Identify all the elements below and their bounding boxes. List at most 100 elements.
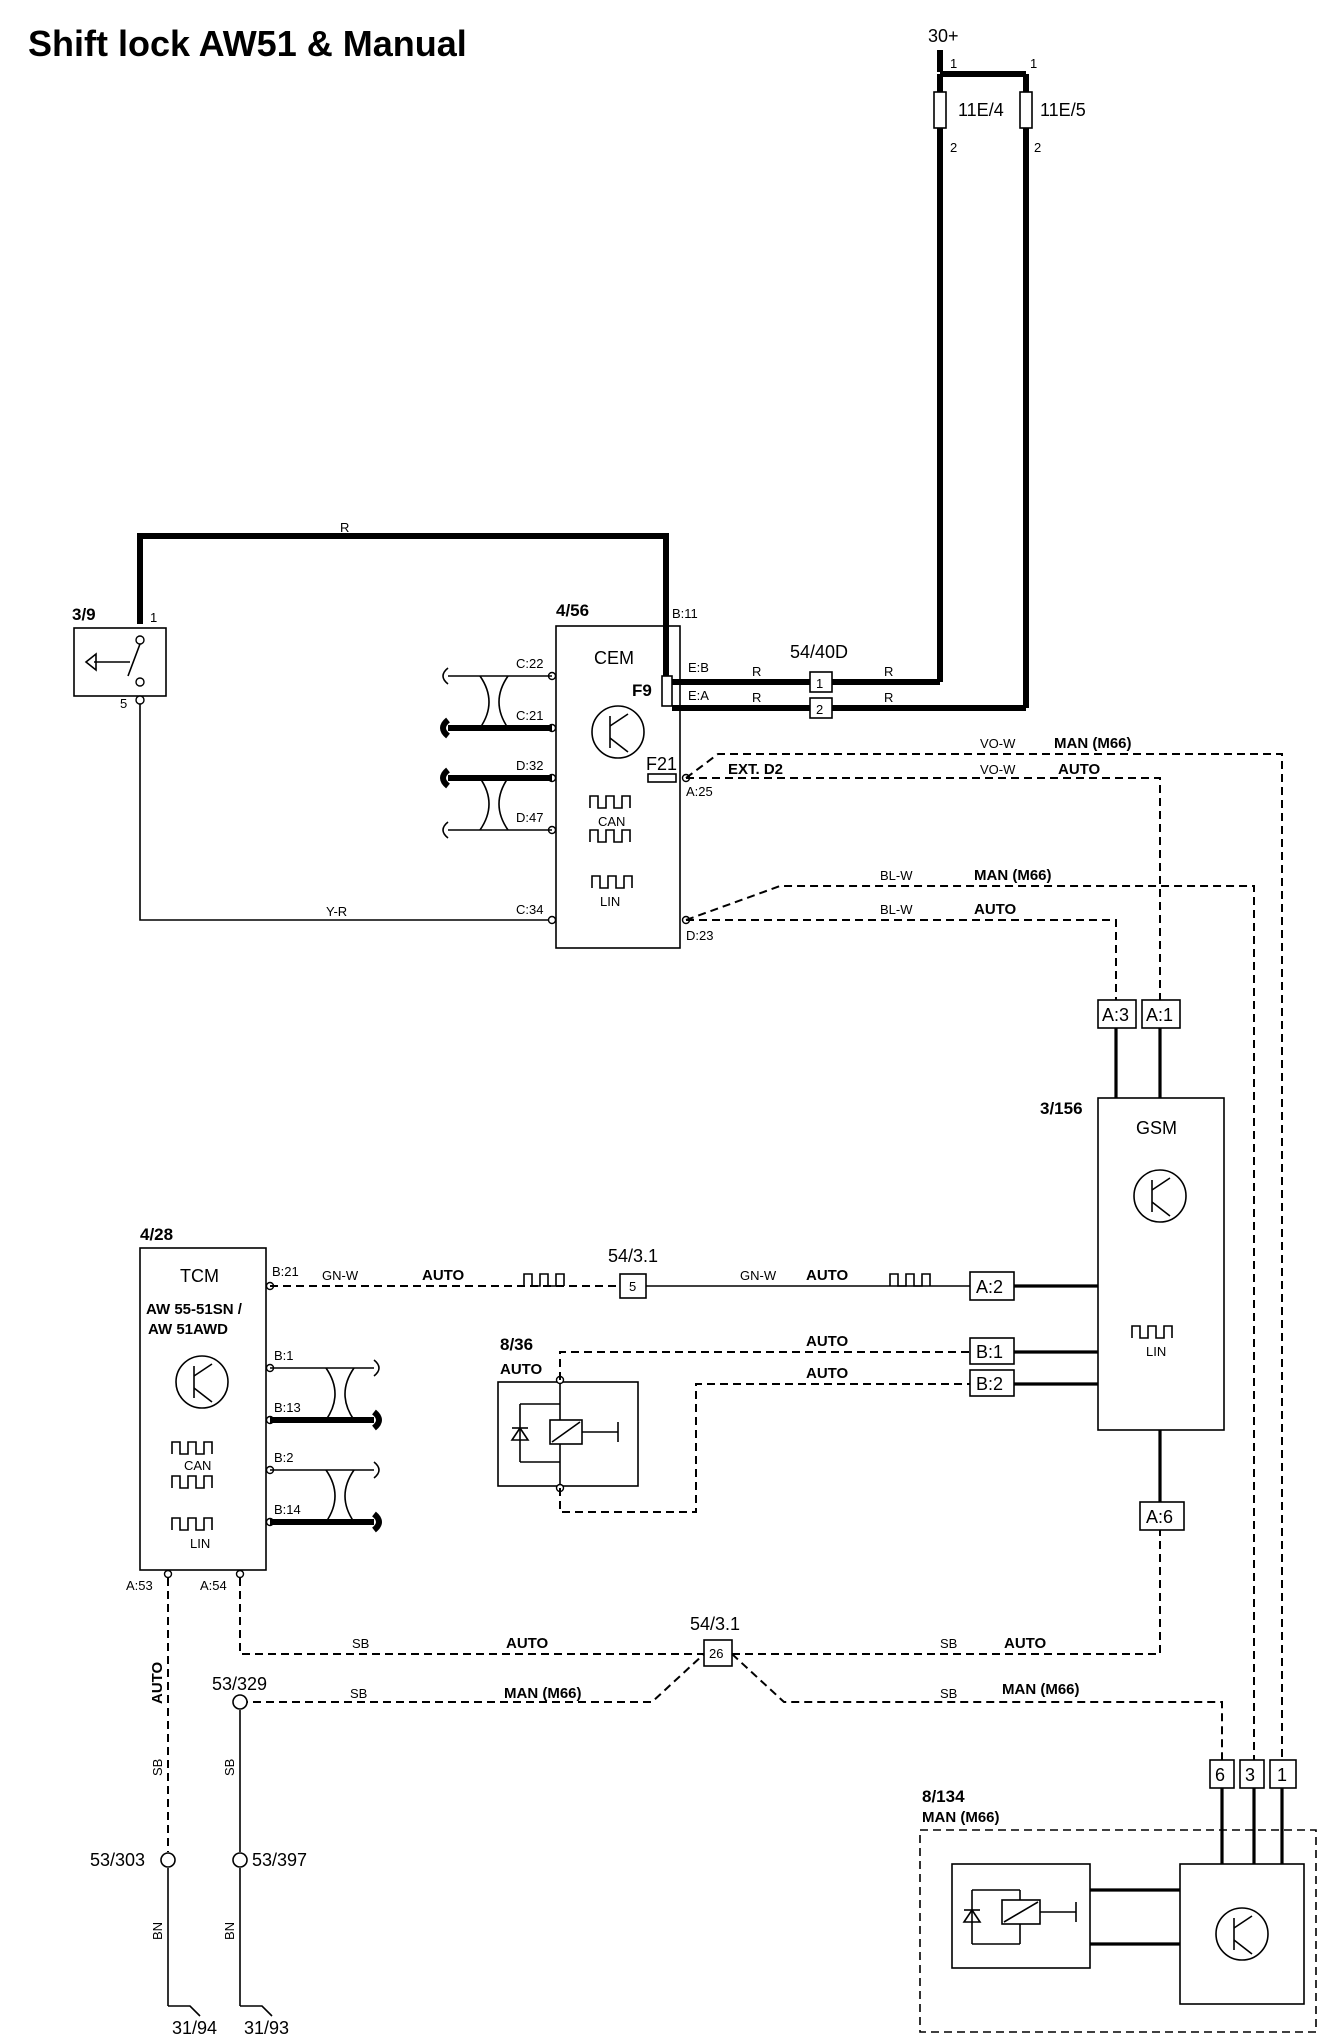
fuse-11e5-label: 11E/5 [1040, 100, 1086, 120]
cem-fuse-f21-label: F21 [646, 754, 677, 774]
wire-sb-auto-left-cond: AUTO [506, 1635, 549, 1652]
ground-31-94-label: 31/94 [172, 2018, 217, 2038]
wire-gn-w: GN-W AUTO 54/3.1 5 GN-W AUTO [270, 1246, 970, 1299]
ext-d2-label: EXT. D2 [728, 761, 783, 778]
fuse-11e4-label: 11E/4 [958, 100, 1004, 120]
cem-transistor-icon [591, 705, 645, 759]
fuse-11e4-pin1: 1 [950, 56, 957, 71]
wire-y-r-label: Y-R [326, 904, 347, 919]
wire-8-36-to-gsm-b2 [559, 1383, 970, 1513]
ground-left-auto-cond: AUTO [149, 1661, 166, 1704]
cem-lin-label: LIN [600, 894, 620, 909]
wire-r-top-label: R [340, 520, 349, 535]
wire-sb-auto-right-cond: AUTO [1004, 1635, 1047, 1652]
gsm-pin-b1: B:1 [976, 1342, 1003, 1362]
wire-5440d-2-label: R [884, 690, 893, 705]
wire-eb-label: R [752, 664, 761, 679]
cem-pin-ea: E:A [688, 688, 709, 703]
cem-module: 4/56 CEM B:11 F9 F21 CAN LIN C:22 C:21 D… [516, 601, 713, 949]
wire-5440d-1-label: R [884, 664, 893, 679]
switch-3-9-pin1: 1 [150, 610, 157, 625]
wire-sb-auto-right [732, 1530, 1161, 1655]
cem-pin-d23: D:23 [686, 928, 713, 943]
ground-31-93-icon [240, 2005, 273, 2017]
gsm-transistor-icon [1133, 1169, 1187, 1223]
switch-3-9-contact [127, 643, 141, 677]
ground-right: 53/329 SB 53/397 BN 31/93 [212, 1674, 307, 2038]
solenoid-8-36-cond: AUTO [500, 1361, 543, 1378]
gsm-pin-b2: B:2 [976, 1374, 1003, 1394]
wire-vo-w-man [685, 753, 1283, 1760]
wire-bl-w-auto-label: BL-W [880, 902, 913, 917]
wire-sb-man-right [731, 1653, 1223, 1760]
unit-8-134-pin1: 1 [1277, 1765, 1287, 1785]
tcm-id-label: 4/28 [140, 1225, 173, 1244]
cem-can-signal-icon [589, 795, 631, 809]
cem-can-label: CAN [598, 814, 625, 829]
connector-54-40d: R R 54/40D 1 2 R R [672, 642, 1026, 719]
wire-r-top [137, 533, 669, 624]
wire-gn-w-right-cond: AUTO [806, 1267, 849, 1284]
wire-sb-auto-left [239, 1578, 704, 1655]
ground-53-397-label: 53/397 [252, 1850, 307, 1870]
ground-53-303-label: 53/303 [90, 1850, 145, 1870]
wires-vo-w: VO-W MAN (M66) VO-W AUTO EXT. D2 [685, 735, 1283, 1760]
gsm-pin-a2: A:2 [976, 1277, 1003, 1297]
switch-3-9: 3/9 1 5 [72, 605, 167, 711]
gsm-pin-a6: A:6 [1146, 1507, 1173, 1527]
wire-vo-w-auto-cond: AUTO [1058, 761, 1101, 778]
wire-bl-w-man-label: BL-W [880, 868, 913, 883]
tcm-module: 4/28 TCM AW 55-51SN / AW 51AWD CAN LIN B… [126, 1225, 301, 1593]
cem-fuse-f9-label: F9 [632, 681, 652, 700]
ground-53-329-label: 53/329 [212, 1674, 267, 1694]
wires-sb: SB AUTO 54/3.1 26 SB AUTO SB MAN (M66) S… [239, 1530, 1223, 1760]
cem-pin-c34: C:34 [516, 902, 543, 917]
wire-bl-w-man-cond: MAN (M66) [974, 867, 1052, 884]
tcm-body [139, 1247, 267, 1571]
tcm-pin-b14: B:14 [274, 1502, 301, 1517]
gsm-pin-a1: A:1 [1146, 1005, 1173, 1025]
cem-pin-eb: E:B [688, 660, 709, 675]
tcm-can-signal-icon [171, 1441, 213, 1455]
connector-54-40d-pin2: 2 [816, 702, 823, 717]
unit-8-134-transistor-icon [1215, 1907, 1269, 1961]
gsm-name: GSM [1136, 1118, 1177, 1138]
supply-label: 30+ [928, 26, 959, 46]
ground-53-303-point [160, 1852, 176, 1868]
cem-can-wires [440, 667, 552, 839]
wire-vo-w-man-label: VO-W [980, 736, 1016, 751]
wire-sb-man-left-label: SB [350, 1686, 367, 1701]
gsm-body [1097, 1097, 1225, 1431]
wire-gn-w-left-cond: AUTO [422, 1267, 465, 1284]
ground-53-397-point [232, 1852, 248, 1868]
ground-left-sb-label: SB [150, 1759, 165, 1776]
tcm-pin-b13: B:13 [274, 1400, 301, 1415]
cem-fuse-f9 [661, 675, 673, 707]
unit-8-134-cond: MAN (M66) [922, 1809, 1000, 1826]
supply-section: 30+ 1 1 11E/4 2 11E/5 2 [928, 26, 1086, 708]
unit-8-134-label: 8/134 [922, 1787, 965, 1806]
tcm-can-wires [270, 1359, 382, 1533]
wire-sb-auto-right-label: SB [940, 1636, 957, 1651]
unit-8-134: 8/134 MAN (M66) 6 3 1 [919, 1759, 1317, 2033]
splice-54-3-1-pin5: 5 [629, 1279, 636, 1294]
splice-54-3-1-bottom-label: 54/3.1 [690, 1614, 740, 1634]
cem-name: CEM [594, 648, 634, 668]
ground-left: AUTO SB 53/303 BN 31/94 [90, 1578, 217, 2038]
ground-31-93-label: 31/93 [244, 2018, 289, 2038]
gsm-module: A:3 A:1 3/156 GSM LIN A:2 B:1 B:2 A:6 [969, 999, 1225, 1531]
tcm-lin-label: LIN [190, 1536, 210, 1551]
gsm-pin-a3: A:3 [1102, 1005, 1129, 1025]
wire-sb-man-left [240, 1653, 705, 1703]
wire-vo-w-auto-label: VO-W [980, 762, 1016, 777]
unit-8-134-pin6: 6 [1215, 1765, 1225, 1785]
cem-pin-b11: B:11 [672, 606, 698, 621]
diagram-title: Shift lock AW51 & Manual [28, 23, 467, 64]
solenoid-8-36-diode-icon [510, 1426, 530, 1441]
splice-54-3-1-top-label: 54/3.1 [608, 1246, 658, 1266]
wire-bl-w-auto-cond: AUTO [974, 901, 1017, 918]
cem-pin-d47: D:47 [516, 810, 543, 825]
tcm-pin-b21: B:21 [272, 1264, 299, 1279]
tcm-variant-2: AW 51AWD [148, 1321, 228, 1338]
